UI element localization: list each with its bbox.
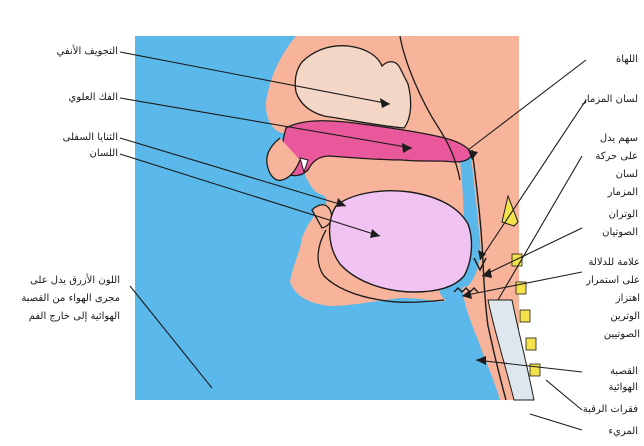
- label-epiglottis: لسان المزمار: [576, 92, 638, 107]
- vertebra-4: [526, 338, 536, 350]
- label-hard-palate: الفك العلوي: [20, 90, 118, 105]
- label-vibration-note: علامة للدلالة على استمرار اهتزاز الوترين…: [584, 254, 640, 344]
- label-uvula: اللهاة: [586, 52, 638, 67]
- label-esophagus: المريء: [586, 424, 638, 439]
- label-blue-airway-note: اللون الأزرق يدل على مجرى الهواء من القص…: [20, 272, 120, 326]
- label-vertebrae: فقرات الرقبة: [576, 402, 638, 417]
- label-nasal-cavity: التجويف الأنفي: [20, 44, 118, 59]
- label-epiglottis-arrow-note: سهم يدل على حركة لسان المزمار: [584, 130, 638, 202]
- label-vocal-cords: الوتران الصوتيان: [584, 206, 638, 242]
- vertebra-1: [512, 254, 522, 266]
- label-tongue: اللسان: [20, 146, 118, 161]
- label-lower-incisors: الثنايا السفلى: [20, 130, 118, 145]
- vertebra-3: [520, 310, 530, 322]
- label-trachea: القصبة الهوائية: [584, 364, 638, 396]
